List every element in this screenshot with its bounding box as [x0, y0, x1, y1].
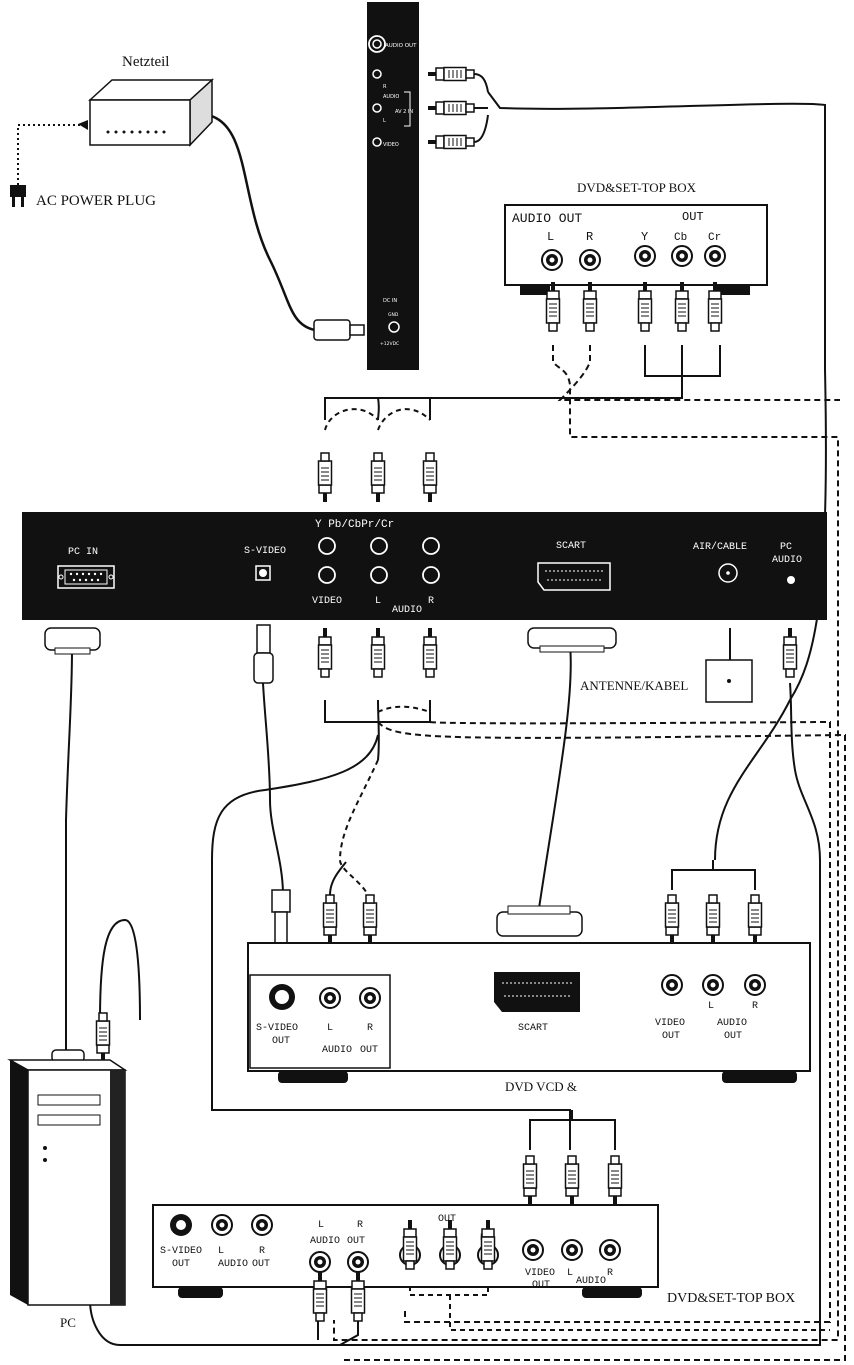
svg-text:L: L	[318, 1220, 324, 1231]
svg-text:L: L	[567, 1268, 573, 1279]
top-set-top-box: DVD&SET-TOP BOX AUDIO OUT L R OUT Y Cb C…	[504, 180, 768, 332]
power-supply: Netzteil	[88, 54, 214, 147]
svg-text:SCART: SCART	[556, 541, 586, 552]
svg-text:R: R	[357, 1220, 363, 1231]
svg-text:OUT: OUT	[172, 1259, 190, 1270]
ac-plug-icon	[10, 185, 26, 197]
svg-text:L: L	[547, 230, 554, 244]
svg-text:R: R	[367, 1023, 373, 1034]
svg-text:OUT: OUT	[347, 1236, 365, 1247]
antenna-jack-icon	[718, 563, 738, 583]
svg-text:DC IN: DC IN	[383, 298, 397, 304]
svg-text:R: R	[428, 596, 434, 607]
svg-text:OUT: OUT	[272, 1036, 290, 1047]
side-av-plugs	[427, 66, 489, 150]
svg-text:VIDEO: VIDEO	[383, 142, 399, 148]
svg-text:OUT: OUT	[360, 1045, 378, 1056]
svg-text:AUDIO: AUDIO	[717, 1018, 747, 1029]
svg-text:R: R	[383, 84, 387, 90]
svg-text:PC IN: PC IN	[68, 547, 98, 558]
svg-text:Y: Y	[641, 230, 648, 244]
svg-text:AUDIO: AUDIO	[310, 1236, 340, 1247]
svg-text:R: R	[586, 230, 593, 244]
svg-text:AUDIO: AUDIO	[218, 1259, 248, 1270]
bottom-set-top-box: S-VIDEO OUT L R AUDIO OUT L R AUDIO OUT …	[152, 1156, 795, 1322]
vga-connector-icon	[57, 565, 115, 589]
tv-top-plugs	[319, 453, 437, 502]
tv-bottom-plugs	[44, 624, 798, 684]
svg-text:AUDIO: AUDIO	[576, 1276, 606, 1287]
svg-text:L: L	[383, 118, 386, 124]
svg-text:R: R	[607, 1268, 613, 1279]
svg-text:AUDIO: AUDIO	[383, 94, 399, 100]
svg-text:OUT: OUT	[583, 1289, 601, 1300]
svg-text:L: L	[327, 1023, 333, 1034]
svg-text:Cr: Cr	[708, 232, 721, 244]
svg-text:AV 2 IN: AV 2 IN	[395, 109, 413, 115]
svg-text:GND: GND	[388, 312, 399, 318]
svg-text:OUT: OUT	[252, 1259, 270, 1270]
svg-text:VIDEO: VIDEO	[525, 1268, 555, 1279]
svg-text:AUDIO: AUDIO	[772, 555, 802, 566]
svg-text:S-VIDEO: S-VIDEO	[256, 1023, 298, 1034]
svg-text:R: R	[752, 1001, 758, 1012]
svg-text:VIDEO: VIDEO	[312, 596, 342, 607]
svg-text:S-VIDEO: S-VIDEO	[160, 1246, 202, 1257]
dvd-vcd-label: DVD VCD &	[505, 1079, 577, 1094]
dc-plug	[313, 319, 365, 341]
svg-text:OUT: OUT	[682, 210, 704, 224]
svg-text:AUDIO: AUDIO	[392, 605, 422, 616]
svg-text:+12VDC: +12VDC	[380, 341, 399, 347]
svg-text:Cb: Cb	[674, 232, 687, 244]
svg-text:VIDEO: VIDEO	[655, 1018, 685, 1029]
svg-text:S-VIDEO: S-VIDEO	[244, 546, 286, 557]
svg-text:R: R	[259, 1246, 265, 1257]
svg-text:L: L	[218, 1246, 224, 1257]
dvd-scart-socket-icon	[494, 972, 580, 1012]
svg-text:L: L	[708, 1001, 714, 1012]
arrow-icon	[78, 120, 88, 130]
svg-text:AUDIO: AUDIO	[322, 1045, 352, 1056]
dvd-vcd-player: S-VIDEO OUT L R AUDIO OUT SCART VIDEO OU…	[247, 889, 811, 1094]
svg-text:Y Pb/CbPr/Cr: Y Pb/CbPr/Cr	[315, 519, 394, 531]
svg-text:OUT: OUT	[724, 1031, 742, 1042]
ac-power-plug: AC POWER PLUG	[10, 185, 156, 209]
pc-label: PC	[60, 1315, 76, 1330]
svg-text:SCART: SCART	[518, 1023, 548, 1034]
svg-text:OUT: OUT	[438, 1214, 456, 1225]
antenna-outlet: ANTENNE/KABEL	[580, 659, 753, 703]
tv-rear-panel: PC IN S-VIDEO Y Pb/CbPr/Cr VIDEO L AUDIO…	[22, 512, 827, 620]
svg-text:OUT: OUT	[662, 1031, 680, 1042]
bottom-box-title: DVD&SET-TOP BOX	[667, 1291, 795, 1306]
power-supply-label: Netzteil	[122, 54, 169, 70]
svg-text:AUDIO OUT: AUDIO OUT	[385, 43, 417, 49]
s-video-jack-icon	[255, 565, 271, 581]
top-box-title: DVD&SET-TOP BOX	[577, 180, 697, 195]
svg-text:AUDIO OUT: AUDIO OUT	[512, 211, 582, 226]
pc-tower: PC	[7, 1013, 128, 1330]
ac-plug-label: AC POWER PLUG	[36, 193, 156, 209]
svg-text:AIR/CABLE: AIR/CABLE	[693, 541, 747, 553]
svg-text:L: L	[375, 596, 381, 607]
scart-socket-icon	[537, 562, 611, 591]
antenna-label: ANTENNE/KABEL	[580, 678, 688, 693]
svg-text:PC: PC	[780, 542, 792, 553]
side-panel: AUDIO OUT R AUDIO L AV 2 IN VIDEO DC IN …	[367, 2, 419, 370]
svg-text:OUT: OUT	[532, 1280, 550, 1291]
